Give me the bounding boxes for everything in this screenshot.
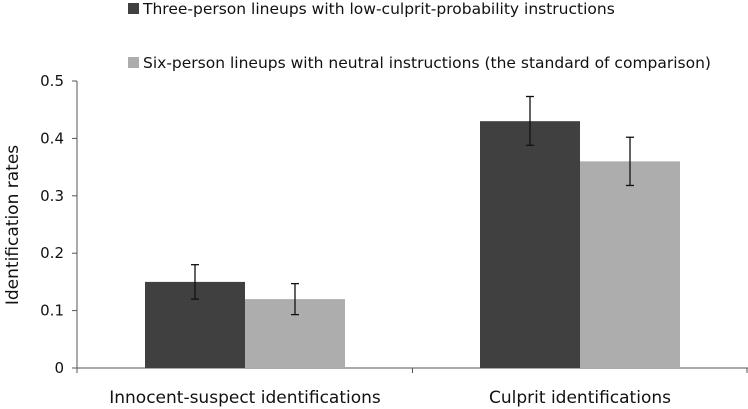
y-tick-label: 0.1 bbox=[40, 302, 64, 320]
legend: Three-person lineups with low-culprit-pr… bbox=[128, 0, 711, 72]
legend-label-series-2: Six-person lineups with neutral instruct… bbox=[143, 54, 711, 72]
error-bar bbox=[291, 282, 299, 316]
legend-label-series-1: Three-person lineups with low-culprit-pr… bbox=[142, 0, 615, 18]
error-bar bbox=[626, 136, 634, 187]
y-axis-label: Identification rates bbox=[3, 145, 23, 305]
x-category-label: Innocent-suspect identifications bbox=[109, 388, 381, 408]
bar bbox=[480, 121, 580, 369]
y-tick-label: 0.4 bbox=[40, 129, 64, 147]
y-tick-label: 0.3 bbox=[40, 187, 64, 205]
legend-swatch-series-2 bbox=[128, 57, 139, 68]
y-tick-label: 0.5 bbox=[40, 72, 64, 90]
error-bar bbox=[191, 264, 199, 300]
x-category-label: Culprit identifications bbox=[489, 388, 671, 408]
bar bbox=[580, 161, 680, 368]
legend-swatch-series-1 bbox=[128, 3, 139, 14]
y-tick-label: 0.2 bbox=[40, 244, 64, 262]
error-bar bbox=[526, 95, 534, 146]
y-tick-label: 0 bbox=[54, 359, 64, 377]
